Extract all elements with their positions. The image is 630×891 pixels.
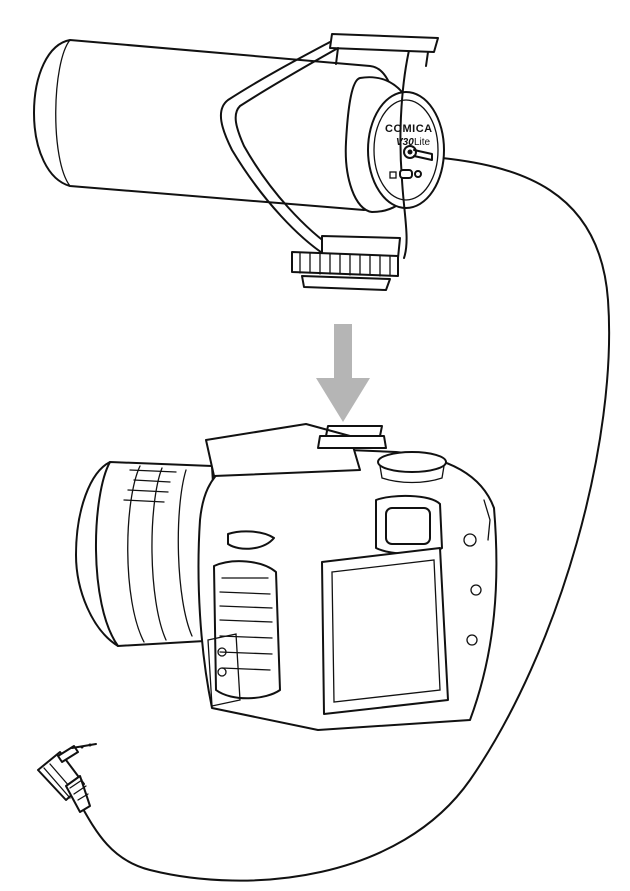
cold-shoe-foot [302, 276, 390, 290]
hot-shoe [318, 436, 386, 448]
mode-dial [378, 452, 446, 472]
power-switch [400, 170, 412, 178]
down-arrow-icon [316, 324, 370, 422]
shotgun-microphone: COMICA V30 Lite [34, 34, 444, 290]
arrow-head [316, 378, 370, 422]
led-indicator [415, 171, 421, 177]
rear-lcd-screen [322, 548, 448, 714]
shock-mount-top [330, 34, 438, 52]
camera-grip [214, 561, 280, 698]
trs-plug-icon [38, 744, 96, 813]
mic-barrel [34, 40, 398, 210]
brand-label: COMICA [385, 123, 433, 135]
plug-tip [72, 744, 96, 748]
model-suffix-label: Lite [414, 137, 431, 148]
dslr-camera [76, 424, 496, 730]
arrow-shaft [334, 324, 352, 382]
camera-top-plate [206, 424, 360, 476]
mount-locking-wheel [292, 252, 398, 276]
